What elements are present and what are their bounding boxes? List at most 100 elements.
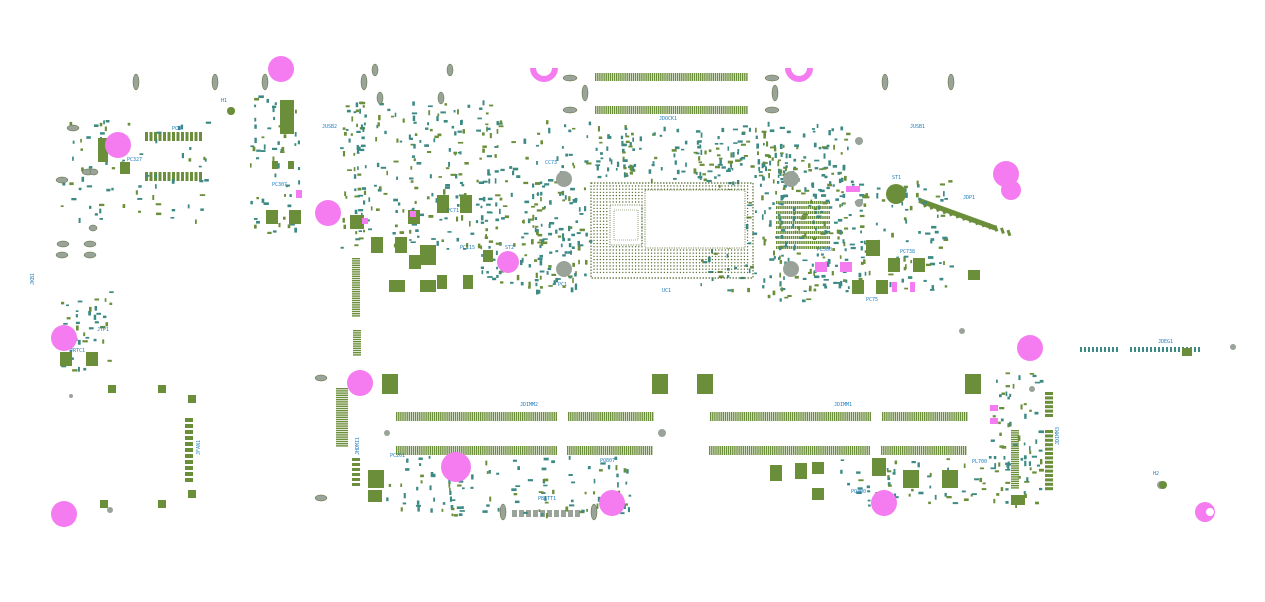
smd-part <box>608 135 612 139</box>
smd-part <box>512 167 519 171</box>
dram-pin <box>809 211 812 214</box>
dram-pin <box>824 206 826 209</box>
bga-ball <box>641 242 643 245</box>
smd-part <box>927 475 931 478</box>
smd-part <box>450 499 456 501</box>
dock-pin <box>697 73 700 81</box>
bga-ball <box>609 191 611 194</box>
dimm2-pin <box>471 446 473 455</box>
smd-part <box>865 193 869 198</box>
dimm1-pin <box>885 446 887 455</box>
smd-part <box>187 204 190 209</box>
bga-ball <box>615 255 618 258</box>
smd-part <box>400 483 403 487</box>
smd-part <box>345 105 350 108</box>
smd-part <box>840 469 843 474</box>
bga-ball <box>628 198 630 200</box>
smd-part <box>99 218 103 220</box>
dimm2-pin <box>638 446 640 455</box>
smd-part <box>752 232 758 235</box>
smd-part <box>137 198 143 200</box>
dock-pin <box>597 106 599 114</box>
dram-pin <box>788 216 791 219</box>
dimm2-pin <box>488 446 490 455</box>
mounting-hole <box>347 370 373 396</box>
bga-ball <box>705 188 707 190</box>
deg-pin <box>1088 347 1090 352</box>
smd-part <box>775 236 780 239</box>
smd-part <box>393 198 398 202</box>
bga-ball <box>686 258 688 261</box>
bga-ball <box>638 185 640 187</box>
smd-part <box>488 240 494 243</box>
dock-pin <box>697 106 700 114</box>
dram-pin <box>778 206 780 209</box>
bga-ball <box>606 220 608 222</box>
smd-part <box>775 190 777 195</box>
smd-part <box>361 136 365 140</box>
dram-pin <box>818 226 820 229</box>
dimm1-pin <box>816 446 818 455</box>
smd-part <box>804 187 807 192</box>
bga-ball <box>644 268 646 270</box>
bga-ball <box>654 265 656 267</box>
smd-part <box>943 238 949 241</box>
smd-part <box>832 165 838 168</box>
dock-pin <box>595 106 597 114</box>
dimm2-pin <box>396 412 398 421</box>
smd-part <box>761 195 764 201</box>
dock-pin <box>725 106 727 114</box>
bga-ball <box>737 188 739 190</box>
smd-part <box>734 266 737 270</box>
dimm1-pin <box>941 446 944 455</box>
jdimm3-pin <box>1045 447 1053 451</box>
dimm2-pin <box>545 446 547 455</box>
smd-part <box>863 194 866 197</box>
smd-part <box>843 164 846 169</box>
smd-part <box>599 469 603 472</box>
bga-ball <box>743 262 746 264</box>
smd-part <box>1029 373 1035 375</box>
smd-part <box>512 459 517 462</box>
conn-pin <box>172 172 175 181</box>
bga-ball <box>734 249 736 251</box>
batt-pin <box>547 510 552 517</box>
jhdmi-pin <box>336 416 348 418</box>
bga-ball <box>593 198 595 200</box>
plated-hole <box>556 261 572 277</box>
smd-part <box>754 175 757 178</box>
bga-ball <box>599 210 602 213</box>
bga-ball <box>602 214 605 216</box>
smd-part <box>198 165 202 168</box>
dimm2-pin <box>454 446 457 455</box>
dock-pin <box>739 106 742 114</box>
bga-ball <box>599 191 602 194</box>
smd-part <box>521 257 524 263</box>
bga-ball <box>606 239 608 242</box>
dram-pin <box>811 216 814 219</box>
dram-pin <box>784 206 786 209</box>
dram-pin <box>799 206 801 209</box>
dimm1-pin <box>768 412 771 421</box>
smd-part <box>802 213 809 216</box>
smd-part <box>999 407 1005 410</box>
smd-part <box>600 152 603 155</box>
dock-pin <box>691 106 693 114</box>
bga-ball <box>676 268 678 270</box>
bga-ball <box>596 233 598 235</box>
smd-part <box>727 146 730 151</box>
power-pad <box>872 458 886 476</box>
bga-ball <box>657 265 659 267</box>
dimm2-pin <box>526 446 528 455</box>
bga-ball <box>609 201 611 203</box>
dock-pin <box>742 106 744 114</box>
smd-part <box>783 194 789 198</box>
fan-pin <box>185 478 193 482</box>
smd-part <box>767 169 772 171</box>
jdimm3-pin <box>1011 454 1019 456</box>
dimm1-pin <box>807 446 810 455</box>
jdimm3-pin <box>1011 434 1019 436</box>
smd-part <box>354 209 358 215</box>
smd-part <box>416 500 420 505</box>
dimm1-pin <box>946 446 948 455</box>
